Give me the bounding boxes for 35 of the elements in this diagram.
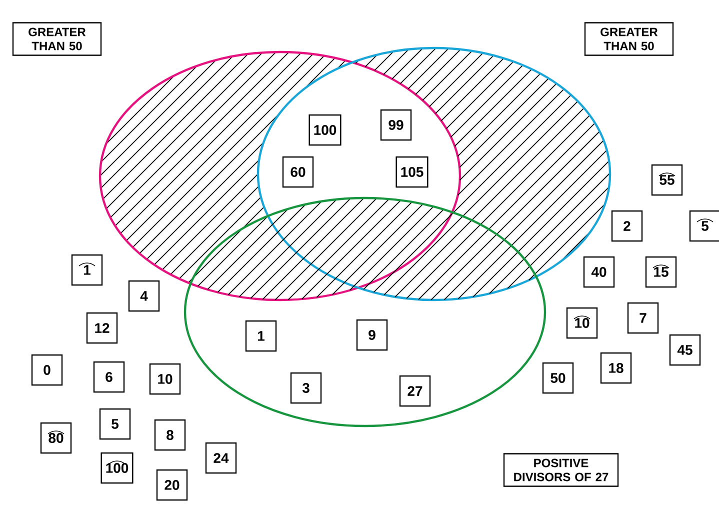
number-box: 40 [583, 256, 615, 288]
label-box: POSITIVE DIVISORS OF 27 [503, 453, 619, 487]
number-box: 27 [399, 375, 431, 407]
number-box: 105 [396, 156, 428, 188]
number-box: 60 [282, 156, 314, 188]
number-box: 20 [156, 469, 188, 501]
number-box: 100 [100, 452, 134, 484]
number-box: 5 [689, 210, 719, 242]
number-box: 5 [99, 408, 131, 440]
number-box: 9 [356, 319, 388, 351]
number-box: 18 [600, 352, 632, 384]
number-box: 55 [651, 164, 683, 196]
number-box: 12 [86, 312, 118, 344]
number-box: 8 [154, 419, 186, 451]
number-box: 10 [566, 307, 598, 339]
number-box: 1 [245, 320, 277, 352]
hatched-ellipse [98, 50, 462, 302]
number-box: 6 [93, 361, 125, 393]
label-box: GREATER THAN 50 [12, 22, 102, 56]
number-box: 1 [71, 254, 103, 286]
number-box: 50 [542, 362, 574, 394]
number-box: 99 [380, 109, 412, 141]
number-box: 3 [290, 372, 322, 404]
number-box: 100 [308, 114, 342, 146]
label-box: GREATER THAN 50 [584, 22, 674, 56]
number-box: 24 [205, 442, 237, 474]
number-box: 4 [128, 280, 160, 312]
number-box: 80 [40, 422, 72, 454]
number-box: 10 [149, 363, 181, 395]
hatched-ellipse [184, 196, 546, 428]
number-box: 0 [31, 354, 63, 386]
number-box: 45 [669, 334, 701, 366]
number-box: 15 [645, 256, 677, 288]
number-box: 7 [627, 302, 659, 334]
number-box: 2 [611, 210, 643, 242]
